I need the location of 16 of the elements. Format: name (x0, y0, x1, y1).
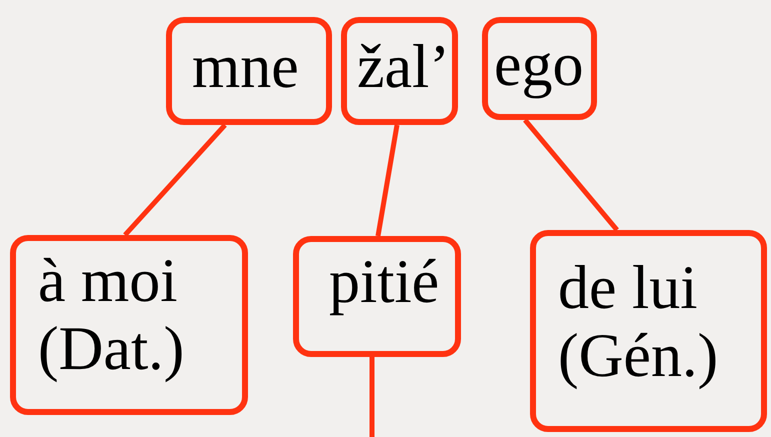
word-text: à moi (Dat.) (38, 247, 186, 383)
word-box (530, 230, 767, 432)
connector-line (370, 357, 374, 437)
word-text: žal’ (357, 33, 451, 101)
connector-line (376, 124, 400, 236)
word-box (341, 17, 458, 125)
word-box (293, 236, 461, 357)
word-text: pitié (329, 248, 440, 316)
word-box (482, 17, 597, 120)
word-text: mne (192, 33, 300, 101)
word-box (10, 235, 248, 415)
connector-line (123, 123, 227, 237)
word-box (166, 17, 332, 125)
word-text: de lui (Gén.) (558, 254, 720, 390)
word-text: ego (494, 31, 585, 99)
connector-line (523, 118, 619, 232)
